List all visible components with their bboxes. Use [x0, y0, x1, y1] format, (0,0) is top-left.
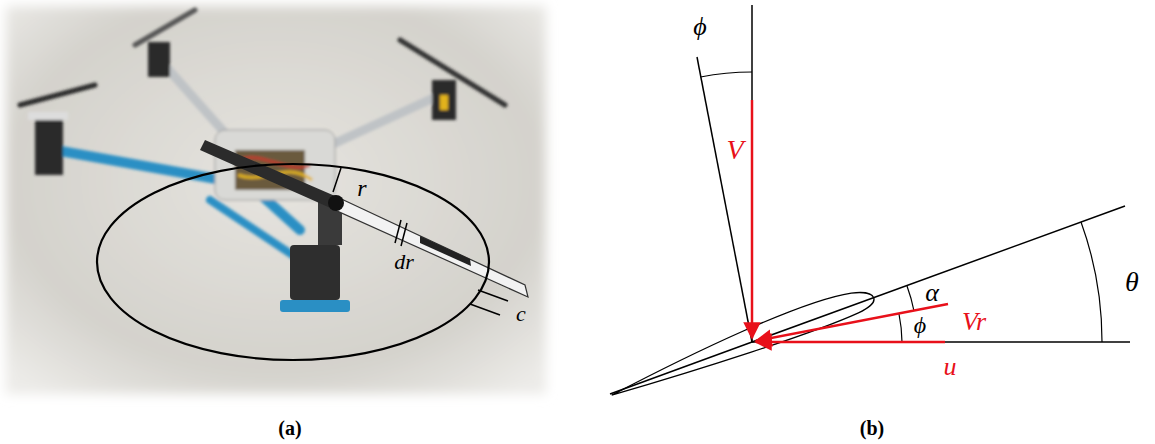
velocity-arrow	[756, 304, 948, 341]
drone-photo	[6, 6, 546, 394]
angle-arc	[899, 314, 902, 342]
velocity-label: u	[944, 354, 957, 380]
angle-arc	[907, 286, 914, 311]
angle-arc	[701, 72, 753, 77]
chord-line	[752, 206, 1125, 342]
angle-label: α	[925, 280, 939, 306]
velocity-label: Vr	[962, 309, 986, 335]
radius-tick	[333, 168, 341, 192]
angle-label: ϕ	[693, 14, 706, 40]
panel-label: (a)	[278, 418, 301, 438]
element-mark	[401, 223, 407, 246]
rotor-disk-outline	[97, 164, 489, 360]
velocity-arrow	[751, 100, 754, 338]
blade-element-diagram	[606, 5, 1130, 403]
angle-label: θ	[1125, 268, 1139, 296]
vertical-axis	[751, 5, 753, 342]
tilted-axis	[697, 57, 752, 342]
drone-body	[20, 10, 505, 260]
chord-mark	[470, 304, 500, 315]
chord-label: c	[516, 303, 526, 325]
chord-mark	[478, 290, 508, 301]
element-mark	[395, 220, 401, 243]
velocity-arrow	[756, 341, 945, 344]
angle-arc	[1081, 222, 1102, 342]
velocity-label: V	[726, 136, 743, 164]
angle-label: ϕ	[914, 313, 926, 337]
element-label: dr	[394, 251, 414, 273]
panel-label: (b)	[860, 418, 884, 438]
radius-label: r	[357, 176, 366, 200]
horizontal-axis	[752, 341, 1130, 343]
chord-line	[610, 342, 752, 394]
photo-ground	[6, 6, 546, 394]
